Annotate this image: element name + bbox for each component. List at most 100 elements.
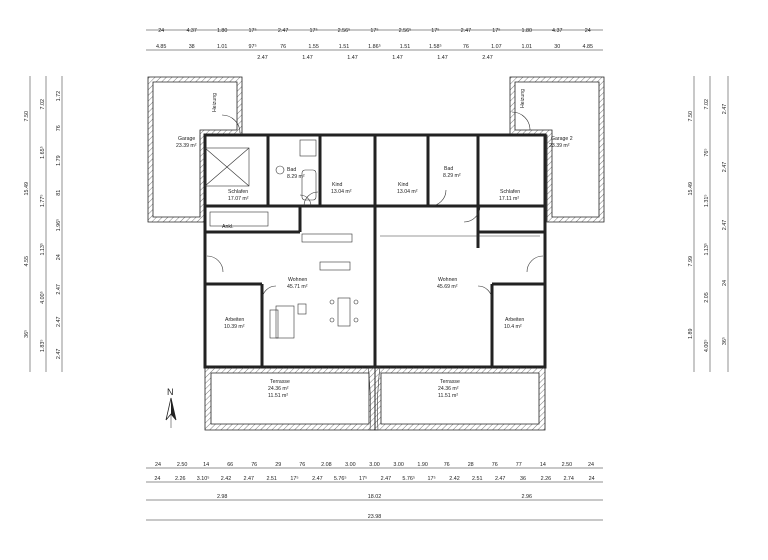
dim-label-top1: 4.37 [186, 28, 197, 34]
dim-label-left3: 1.96⁵ [56, 219, 62, 232]
dim-label-bottom1: 76 [299, 462, 305, 468]
room-labels: Bad 8.29 m² Schlafen 17.07 m² Kind 13.04… [222, 166, 524, 399]
terrasse-left-label: Terrasse [270, 379, 290, 385]
kind-left-label: Kind [332, 182, 342, 188]
schlafen-left-area: 17.07 m² [228, 196, 249, 202]
arbeiten-right-label: Arbeiten [505, 317, 524, 323]
dim-label-bottom1: 29 [275, 462, 281, 468]
terraces [204, 366, 546, 431]
dimension-labels: 24 4.37 1.80 17⁵ 2.47 17⁵ 2.56⁵ 17⁵ 2.56⁵ 17⁵ 2.47… [24, 28, 728, 520]
wohnen-left-area: 45.71 m² [287, 284, 308, 290]
garage-left-area: 23.39 m² [176, 143, 197, 149]
dim-label-top1: 17⁵ [309, 28, 317, 34]
wohnen-right-area: 45.69 m² [437, 284, 458, 290]
kitchen-counter-icon [301, 233, 353, 243]
dim-label-top1: 2.47 [278, 28, 289, 34]
dim-label-bottom1: 2.08 [321, 462, 332, 468]
dim-label-top1: 2.56⁵ [338, 28, 351, 34]
arbeiten-left-area: 10.39 m² [224, 324, 245, 330]
dim-label-bottom2: 17⁵ [359, 476, 367, 482]
dim-label-top2_sub: 1.47 [437, 55, 448, 61]
dim-label-top1: 17⁵ [248, 28, 256, 34]
dim-label-bottom4: 23.98 [368, 514, 382, 520]
dim-label-bottom2: 2.51 [266, 476, 277, 482]
bad-left-label: Bad [287, 167, 296, 173]
dim-label-bottom2: 2.47 [312, 476, 323, 482]
dim-label-bottom1: 76 [251, 462, 257, 468]
dim-label-top1: 2.56⁵ [399, 28, 412, 34]
dim-label-right2: 76⁵ [704, 148, 710, 156]
bad-right-label: Bad [444, 166, 453, 172]
dim-label-left2: 7.02 [40, 99, 46, 110]
dim-label-top2: 4.85 [156, 44, 167, 50]
dim-label-right2: 2.05 [704, 292, 710, 303]
dim-label-top2: 1.55 [308, 44, 319, 50]
garage-right: Garage 2 23.39 m² Heizung [509, 76, 605, 223]
dim-label-top2: 1.01 [217, 44, 228, 50]
dim-label-left3: 2.47 [56, 284, 62, 295]
dim-label-bottom1: 3.00 [369, 462, 380, 468]
dim-label-top1: 24 [585, 28, 591, 34]
dim-label-top1: 1.80 [522, 28, 533, 34]
dim-label-bottom2: 5.76⁵ [334, 476, 347, 482]
dim-label-bottom2: 2.47 [244, 476, 255, 482]
terrasse-right-label: Terrasse [440, 379, 460, 385]
kind-right-area: 13.04 m² [397, 189, 418, 195]
dim-label-bottom2: 2.47 [381, 476, 392, 482]
dim-label-bottom2: 2.42 [221, 476, 232, 482]
garage-left-label: Garage [178, 136, 195, 142]
bed-icon [204, 147, 250, 187]
dim-label-top1: 2.47 [461, 28, 472, 34]
kind-right-label: Kind [398, 182, 408, 188]
dim-label-top2: 76 [280, 44, 286, 50]
dim-label-top2: 1.51 [339, 44, 350, 50]
dim-label-top2_sub: 1.47 [347, 55, 358, 61]
dim-label-top2: 1.51 [400, 44, 411, 50]
dim-label-bottom1: 28 [468, 462, 474, 468]
dim-label-right3: 24 [722, 280, 728, 286]
dim-label-right3: 2.47 [722, 104, 728, 115]
garage-right-label: Garage 2 [551, 136, 573, 142]
ankl-label: Ankl. [222, 224, 234, 230]
dim-label-bottom2: 2.47 [495, 476, 506, 482]
bad-left-area: 8.29 m² [287, 174, 305, 180]
dim-label-bottom3: 18.02 [368, 494, 382, 500]
dim-label-top2_sub: 2.47 [482, 55, 493, 61]
dim-label-top1: 24 [158, 28, 164, 34]
heizung-left-label: Heizung [212, 93, 218, 112]
dim-label-right1: 1.89 [688, 329, 694, 340]
dim-label-bottom2: 3.10⁵ [197, 476, 210, 482]
dim-label-top1: 1.80 [217, 28, 228, 34]
dim-label-left2: 1.83⁵ [40, 339, 46, 352]
arbeiten-right-area: 10.4 m² [504, 324, 522, 330]
dim-label-bottom2: 2.51 [472, 476, 483, 482]
dim-label-top1: 17⁵ [492, 28, 500, 34]
dim-label-left2: 1.65⁵ [40, 146, 46, 159]
dim-label-left1: 4.55 [24, 256, 30, 267]
dim-label-top2_sub: 1.47 [392, 55, 403, 61]
dim-label-bottom2: 17⁵ [427, 476, 435, 482]
dim-label-bottom2: 36 [520, 476, 526, 482]
kind-left-area: 13.04 m² [331, 189, 352, 195]
dim-label-right2: 1.13⁵ [704, 243, 710, 256]
arbeiten-left-label: Arbeiten [225, 317, 244, 323]
dim-label-left2: 1.13⁵ [40, 243, 46, 256]
dim-label-top1: 17⁵ [431, 28, 439, 34]
dim-label-bottom1: 24 [155, 462, 161, 468]
dim-label-right1: 7.50 [688, 111, 694, 122]
heizung-right-label: Heizung [520, 89, 526, 108]
dim-label-top2: 38 [189, 44, 195, 50]
furniture [204, 139, 540, 339]
dim-label-right3: 2.47 [722, 220, 728, 231]
dim-label-bottom1: 2.50 [562, 462, 573, 468]
dim-label-left2: 1.77⁵ [40, 194, 46, 207]
dim-label-right2: 7.02 [704, 99, 710, 110]
dim-label-top2: 1.07 [491, 44, 502, 50]
dim-label-bottom2: 2.26 [541, 476, 552, 482]
dim-label-bottom2: 17⁵ [290, 476, 298, 482]
dim-label-left1: 36⁵ [24, 330, 30, 338]
dim-label-left3: 1.72 [56, 91, 62, 102]
dining-table-icon [337, 297, 351, 327]
dim-label-right3: 2.47 [722, 162, 728, 173]
dim-label-top2: 4.85 [583, 44, 594, 50]
